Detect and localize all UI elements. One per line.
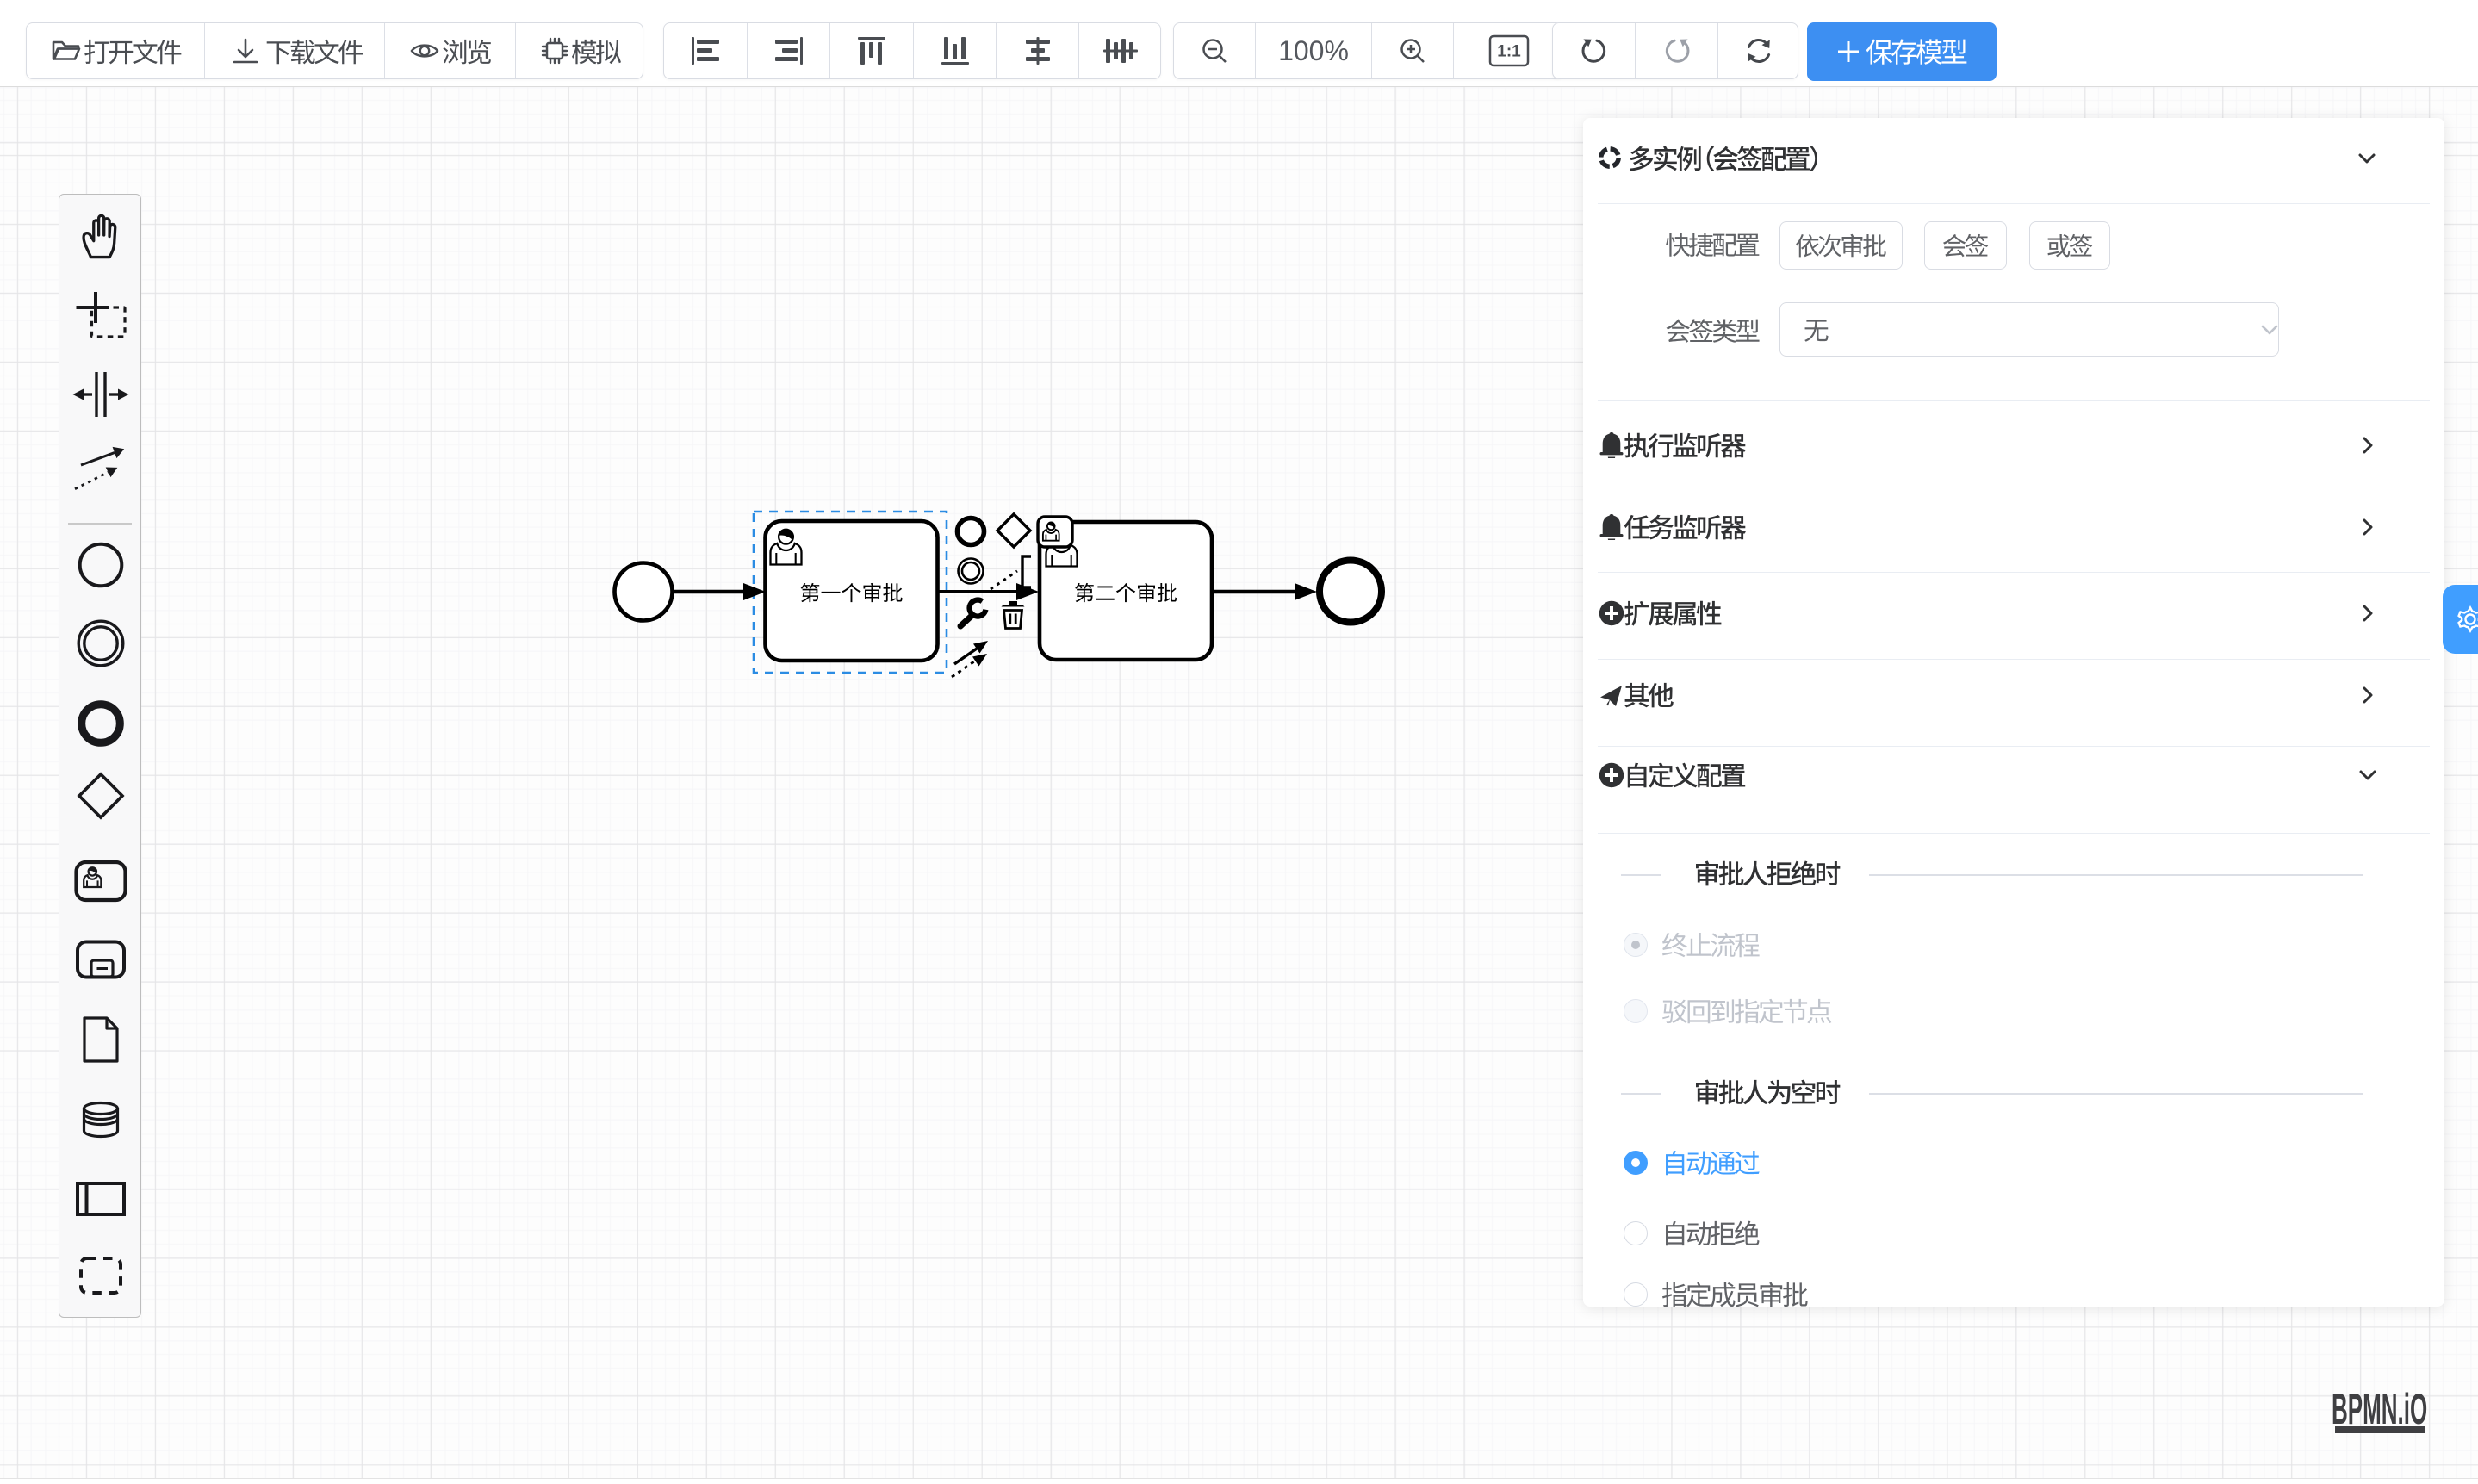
svg-text:1:1: 1:1 [1497, 43, 1521, 61]
